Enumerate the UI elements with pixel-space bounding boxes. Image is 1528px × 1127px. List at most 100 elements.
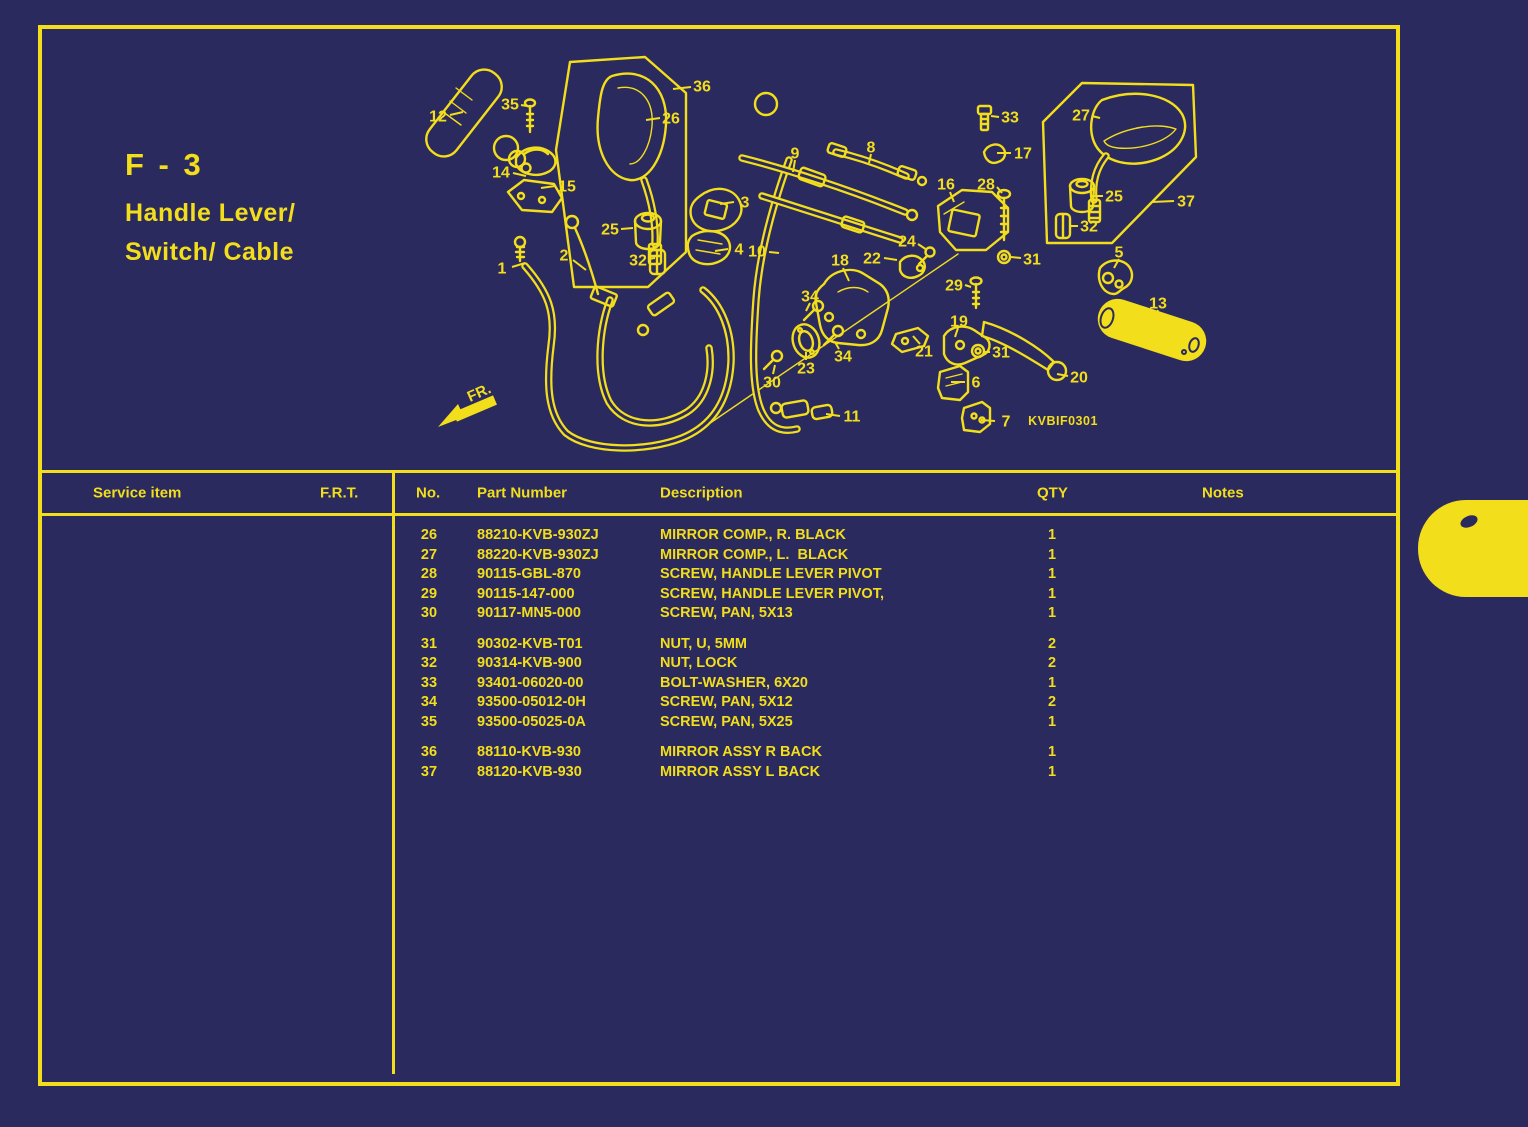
mirror-left-boundary: [1041, 81, 1198, 245]
header-qty: QTY: [1037, 484, 1068, 502]
callout-7: 7: [1002, 414, 1011, 431]
cell-no: 31: [420, 635, 438, 652]
callout-33: 33: [1001, 110, 1019, 127]
cell-part: 93401-06020-00: [477, 674, 584, 691]
callout-leader-15: [540, 185, 556, 189]
cell-part: 90117-MN5-000: [477, 605, 581, 621]
callout-32: 32: [629, 253, 647, 270]
callout-leader-5: [1113, 258, 1120, 269]
cell-qty: 1: [1047, 605, 1057, 621]
cell-desc: SCREW, PAN, 5X12: [660, 694, 793, 710]
header-description: Description: [660, 484, 743, 502]
callout-5: 5: [1115, 245, 1124, 262]
callout-15: 15: [558, 179, 576, 196]
callout-3: 3: [741, 195, 750, 212]
callout-16: 16: [937, 177, 955, 194]
callout-18: 18: [831, 253, 849, 270]
mirror-right: [596, 72, 668, 182]
cap-25-left: [633, 211, 663, 251]
cell-part: 88210-KVB-930ZJ: [477, 527, 599, 543]
fr-arrow: FR.: [438, 380, 497, 427]
callout-leader-33: [990, 115, 1000, 118]
cable-10: [749, 156, 801, 434]
cell-qty: 2: [1047, 635, 1057, 652]
cell-qty: 2: [1047, 694, 1057, 710]
callout-leader-25: [620, 227, 634, 230]
callout-23: 23: [797, 361, 815, 378]
cell-part: 90314-KVB-900: [477, 655, 582, 671]
title-block: F - 3 Handle Lever/ Switch/ Cable: [125, 147, 295, 267]
cell-no: 33: [420, 674, 438, 691]
cell-no: 27: [420, 546, 438, 563]
callout-leader-22: [883, 257, 898, 261]
callout-6: 6: [972, 375, 981, 392]
cell-desc: MIRROR COMP., R. BLACK: [660, 527, 846, 543]
lever-holder-19: [942, 325, 991, 366]
brake-lever-20: [980, 320, 1068, 382]
part-22: [898, 254, 926, 279]
callout-leader-3: [719, 201, 735, 205]
cell-desc: MIRROR COMP., L. BLACK: [660, 546, 849, 563]
callout-13: 13: [1149, 296, 1167, 313]
callout-37: 37: [1177, 194, 1195, 211]
cell-desc: NUT, LOCK: [660, 655, 738, 671]
callout-leader-21: [912, 335, 921, 345]
callout-leader-36: [672, 86, 692, 90]
callout-22: 22: [863, 251, 881, 268]
callout-leader-16: [949, 191, 955, 203]
cell-part: 88110-KVB-930: [477, 744, 581, 760]
callout-leader-13: [1153, 309, 1159, 322]
screw-35: [523, 98, 537, 134]
callout-leader-35: [520, 104, 528, 107]
nut-32-right: [1054, 212, 1072, 240]
cell-no: 35: [420, 713, 438, 730]
disc-23: [791, 323, 821, 359]
cable-adjuster: [636, 291, 676, 337]
callout-24: 24: [898, 234, 916, 251]
callout-leader-7: [980, 419, 996, 422]
cable-lower: [758, 192, 904, 244]
callout-28: 28: [977, 177, 995, 194]
cell-desc: SCREW, HANDLE LEVER PIVOT,: [660, 585, 884, 602]
callout-leader-34: [805, 302, 811, 312]
callout-29: 29: [945, 278, 963, 295]
callout-34: 34: [834, 349, 852, 366]
callout-11: 11: [844, 409, 861, 426]
cell-part: 88120-KVB-930: [477, 763, 582, 780]
callout-27: 27: [1072, 108, 1090, 125]
page-tab[interactable]: [1418, 500, 1528, 597]
cell-qty: 1: [1047, 713, 1057, 730]
callout-leader-1: [511, 262, 526, 268]
cell-qty: 2: [1047, 655, 1057, 671]
cell-no: 37: [420, 763, 438, 780]
switch-housing-16: [936, 188, 1010, 252]
cable-9: [738, 154, 919, 222]
callout-14: 14: [492, 165, 510, 182]
callout-leader-37: [1151, 200, 1175, 203]
cell-desc: NUT, U, 5MM: [660, 635, 747, 652]
cell-qty: 1: [1047, 585, 1057, 602]
callout-31: 31: [1023, 252, 1041, 269]
callout-leader-32: [647, 257, 656, 260]
callout-10: 10: [748, 244, 766, 261]
mirror-left: [1090, 92, 1187, 165]
cap-25-right: [1068, 177, 1096, 214]
cell-part: 88220-KVB-930ZJ: [477, 546, 599, 563]
nut-31-lower: [970, 343, 986, 359]
header-service-item: Service item: [93, 484, 182, 502]
callout-31: 31: [992, 345, 1010, 362]
screw-29: [969, 276, 983, 310]
header-part-number: Part Number: [477, 484, 568, 502]
callout-leader-34: [834, 341, 840, 350]
cell-part: 93500-05012-0H: [477, 694, 586, 710]
header-notes: Notes: [1202, 484, 1244, 502]
